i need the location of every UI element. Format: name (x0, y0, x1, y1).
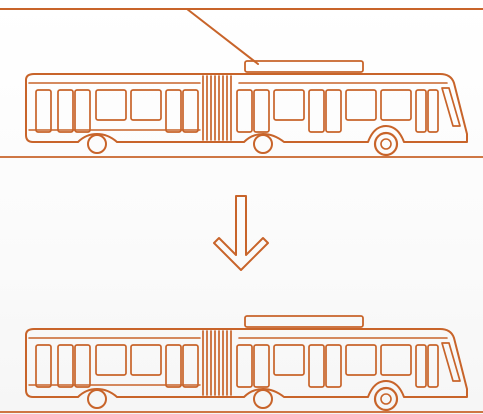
door-third-right-leaf (326, 90, 341, 132)
battery-bus-icon (0, 316, 483, 412)
window (381, 345, 411, 375)
door-third-right-leaf (326, 345, 341, 387)
window (346, 90, 376, 120)
window (96, 90, 126, 120)
door-third-left-leaf (309, 345, 324, 387)
front-door-leaf (428, 345, 438, 387)
window (96, 345, 126, 375)
roof-battery-pack (245, 316, 363, 327)
window (381, 90, 411, 120)
roof-equipment (245, 61, 363, 72)
wheel-middle (254, 135, 272, 153)
door-rear-right-leaf (75, 90, 90, 132)
door-third-left-leaf (309, 90, 324, 132)
door-rear-left-leaf (58, 90, 73, 132)
arrow-down-icon (214, 196, 268, 270)
door-rear-left-leaf (58, 345, 73, 387)
window (346, 345, 376, 375)
trolley-pole (183, 9, 258, 64)
window (274, 345, 304, 375)
door-front-mid-right-leaf (254, 345, 269, 387)
trolleybus-icon (0, 9, 483, 157)
wheel-front-hub (381, 394, 391, 404)
window (274, 90, 304, 120)
wheel-middle (254, 390, 272, 408)
window (131, 345, 161, 375)
window (131, 90, 161, 120)
arrow-shape (214, 196, 268, 270)
door-mid-right-leaf (183, 90, 198, 132)
door-front-mid-left-leaf (237, 345, 252, 387)
door-mid-left-leaf (166, 345, 181, 387)
front-door-leaf (416, 345, 426, 387)
wheel-front (375, 133, 397, 155)
door-front-mid-right-leaf (254, 90, 269, 132)
rear-window (36, 345, 51, 387)
wheel-front-hub (381, 139, 391, 149)
door-front-mid-left-leaf (237, 90, 252, 132)
wheel-front (375, 388, 397, 410)
door-mid-right-leaf (183, 345, 198, 387)
door-rear-right-leaf (75, 345, 90, 387)
wheel-rear (88, 135, 106, 153)
door-mid-left-leaf (166, 90, 181, 132)
front-door-leaf (428, 90, 438, 132)
wheel-rear (88, 390, 106, 408)
rear-window (36, 90, 51, 132)
front-door-leaf (416, 90, 426, 132)
